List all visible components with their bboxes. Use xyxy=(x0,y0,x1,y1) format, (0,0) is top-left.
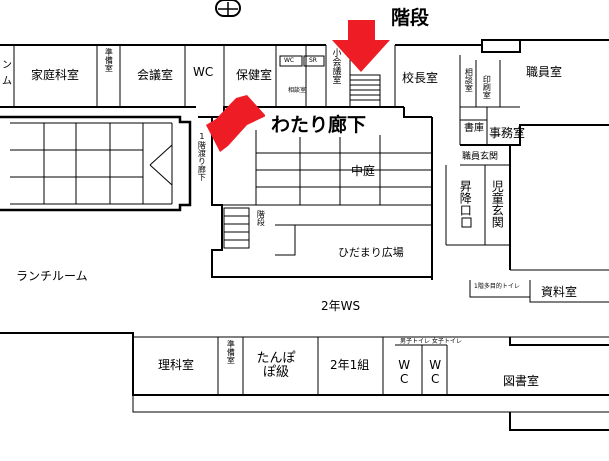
room-junbi-upper: 準備室 xyxy=(104,48,114,72)
room-shokoukou: 昇降口 xyxy=(458,180,473,216)
stairs-arrow xyxy=(332,20,390,72)
edge-label-2: ム xyxy=(2,76,12,87)
room-shokuin-genkan: 職員玄関 xyxy=(462,152,499,162)
small-sr: SR xyxy=(309,57,317,64)
room-wc-a: WC xyxy=(397,358,412,386)
room-kosaku: 印刷室 xyxy=(482,75,492,99)
building-icon xyxy=(215,0,241,17)
room-wc-upper: WC xyxy=(193,65,214,79)
room-nakaniwa: 中庭 xyxy=(351,164,376,178)
room-tosho: 図書室 xyxy=(503,374,540,388)
room-shoko: 書庫 xyxy=(464,123,484,134)
room-junbi-lower: 準備室 xyxy=(226,340,236,364)
room-jidou: 児童玄関 xyxy=(490,180,505,228)
room-nen2kumi: 2年1組 xyxy=(330,358,370,372)
room-shokuin: 職員室 xyxy=(526,65,563,79)
room-hidamari: ひだまり広場 xyxy=(338,246,404,259)
label-kaidan-small: 階段 xyxy=(256,210,266,226)
room-tanpopo: たんぽぽ級 xyxy=(256,351,296,381)
small-soudan: 相談室 xyxy=(288,87,307,94)
stairs-callout: 階段 xyxy=(385,3,436,30)
small-wc: WC xyxy=(284,57,295,64)
room-shiryou: 資料室 xyxy=(541,285,578,299)
room-wc-b: WC xyxy=(428,358,443,386)
room-koucho: 校長室 xyxy=(402,71,439,85)
room-hoken: 保健室 xyxy=(236,68,273,82)
corridor-callout: わたり廊下 xyxy=(265,110,373,137)
room-multi-wc: 1階多目的トイレ xyxy=(474,283,520,290)
corridor-arrow xyxy=(206,95,266,152)
room-kaigi: 会議室 xyxy=(137,68,174,82)
room-rika: 理科室 xyxy=(158,358,195,372)
room-ws2: 2年WS xyxy=(321,299,361,313)
label-tiny-wc: 男子トイレ 女子トイレ xyxy=(400,338,462,345)
room-kaji: 家庭科室 xyxy=(31,68,80,82)
room-lunch: ランチルーム xyxy=(16,269,88,283)
room-sozai: 相談室 xyxy=(464,68,474,92)
edge-label-1: ン xyxy=(2,60,12,71)
room-jimu: 事務室 xyxy=(489,126,526,140)
label-watari-vertical: 1階渡り廊下 xyxy=(197,132,207,181)
room-shokai: 小会議室 xyxy=(330,48,341,84)
